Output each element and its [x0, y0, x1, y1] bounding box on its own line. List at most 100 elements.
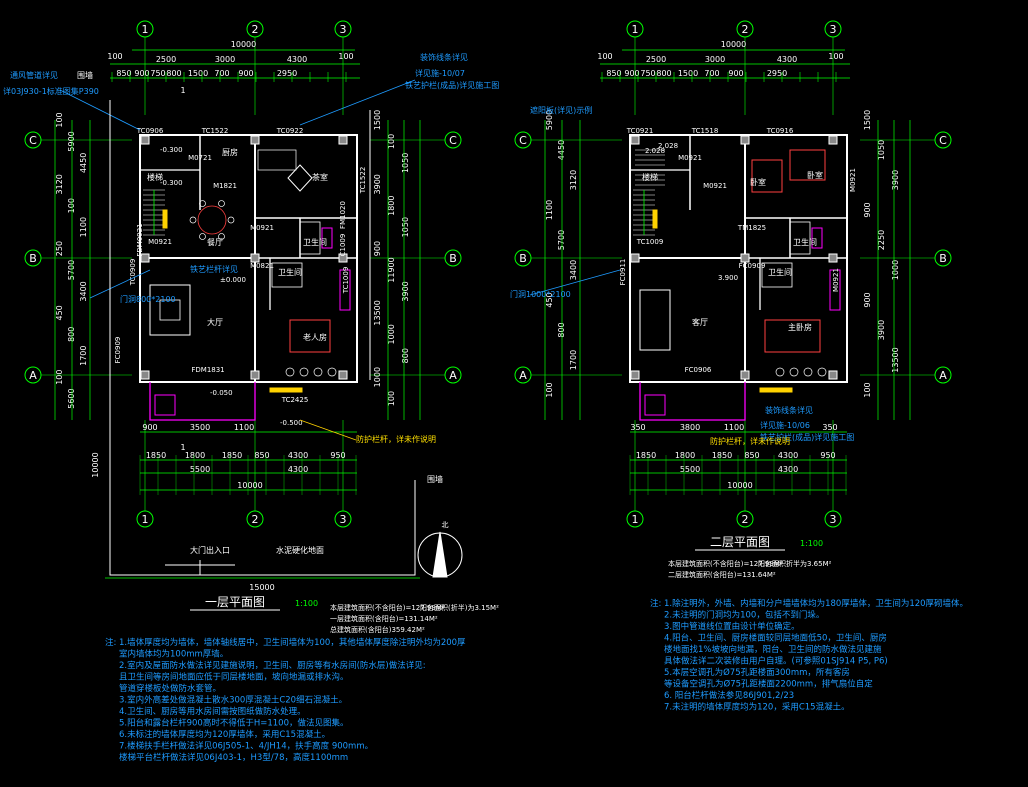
dim-left: 5700: [67, 260, 76, 280]
column: [338, 370, 348, 380]
dim-top-row2: 4300: [777, 55, 797, 64]
room-bath2: 卫生间: [278, 267, 302, 277]
coffee-table: [159, 299, 181, 321]
door-window-tag: M0921: [832, 268, 840, 292]
axis-right-C-label: C: [939, 134, 947, 147]
dim-right: 900: [863, 202, 872, 217]
note-line: 3.室内外高差处做混凝土散水300厚混凝土C20细石混凝土。: [119, 695, 347, 706]
dim-top-total: 10000: [231, 40, 256, 49]
note-line: 2.未注明的门洞均为100，包括不到门垛。: [664, 610, 824, 621]
dim-right: 900: [863, 292, 872, 307]
plan-title: 一层平面图: [205, 595, 265, 609]
annotation: 防护栏杆，详未作说明: [710, 436, 790, 446]
window-frame: [339, 269, 351, 311]
door-window-tag: TC1518: [691, 127, 719, 135]
dim-right: 3900: [877, 320, 886, 340]
dim-right: 3900: [891, 170, 900, 190]
dim-top-row3: 900: [134, 69, 149, 78]
note-line: 4.卫生间、厨房等用水房间需按图纸做防水处理。: [119, 706, 306, 717]
dim-right: 800: [401, 348, 410, 363]
dim-right: 900: [373, 241, 382, 256]
annotation: 铁艺护栏(成品)详见施工图: [405, 80, 499, 90]
area-line: 二层建筑面积(含阳台)=131.64M²: [668, 570, 776, 579]
room-kitchen: 厨房: [222, 147, 238, 157]
stair-handrail: [652, 209, 658, 229]
axis-bottom-1-label: 1: [142, 513, 149, 526]
column: [140, 370, 150, 380]
axis-right-C-label: C: [449, 134, 457, 147]
dim-left: 4450: [557, 140, 566, 160]
column: [740, 370, 750, 380]
dim-right: 11900: [387, 257, 396, 282]
dim-bottom-row2: 1800: [675, 451, 695, 460]
dim-left: 800: [67, 327, 76, 342]
dim-bottom-row3: 5500: [680, 465, 700, 474]
note-line: 5.阳台和露台栏杆900高时不得低于H=1100，做法见图集。: [119, 718, 348, 729]
door-window-tag: FC0909: [739, 262, 766, 270]
dim-left: 5900: [545, 110, 554, 130]
planter: [313, 367, 323, 377]
door-window-tag: TC1009: [636, 238, 664, 246]
dim-right: 100: [387, 391, 396, 406]
note-line: 4.阳台、卫生间、厨房楼面较同层地面低50，卫生间、厨房: [664, 633, 887, 644]
column: [630, 135, 640, 145]
dim-top-row2: 3000: [215, 55, 235, 64]
column: [140, 253, 150, 263]
dim-top-row2: 4300: [287, 55, 307, 64]
dim-bottom-row2: 850: [744, 451, 759, 460]
axis-left-A-label: A: [519, 369, 527, 382]
axis-bottom-3-label: 3: [830, 513, 837, 526]
axis-right-A-label: A: [939, 369, 947, 382]
note-line: 1.除注明外，外墙、内墙和分户墙墙体均为180厚墙体，卫生间为120厚砌墙体。: [664, 598, 968, 609]
dim-bottom-row2: 1850: [712, 451, 732, 460]
note-line: 管道穿楼板处做防水套管。: [119, 683, 221, 694]
dim-right: 1050: [401, 153, 410, 173]
note-line: 楼梯平台栏杆做法详见06J403-1，H3型/78，高度1100mm: [119, 752, 348, 763]
dim-bottom-row1: 1100: [234, 423, 254, 432]
axis-top-1-label: 1: [632, 23, 639, 36]
bathroom-fixture: [299, 221, 321, 255]
dim-left: 100: [55, 112, 64, 127]
dining-chair: [199, 233, 206, 240]
door-window-tag: TC1522: [201, 127, 229, 135]
axis-left-A-label: A: [29, 369, 37, 382]
door-window-tag: TC0916: [766, 127, 794, 135]
area-side: 阳台面积(折半)为3.15M²: [420, 603, 499, 612]
room-bath1: 卫生间: [303, 237, 327, 247]
dim-top-row3: 1500: [678, 69, 698, 78]
area-side: 阳台面积折半为3.65M²: [758, 559, 832, 568]
elevation-mark: -0.500: [280, 419, 303, 427]
kitchen-counter: [257, 149, 297, 171]
dim-bottom-row1: 350: [630, 423, 645, 432]
site-plan-1: 1500010000围墙围墙大门出入口水泥硬化地面北11: [77, 70, 463, 592]
bed: [751, 159, 783, 193]
planter: [285, 367, 295, 377]
dim-left: 5700: [557, 230, 566, 250]
dim-right: 3900: [401, 281, 410, 301]
tea-table: [287, 164, 313, 192]
note-line: 且卫生间等房间地面应低于同层楼地面，坡向地漏或排水沟。: [119, 672, 349, 683]
axis-bottom-2-label: 2: [252, 513, 259, 526]
dim-top-row3: 750: [640, 69, 655, 78]
axis-top-3-label: 3: [830, 23, 837, 36]
room-stair: 楼梯: [642, 172, 658, 182]
dim-top-row2: 2500: [646, 55, 666, 64]
section-label: 1: [180, 443, 185, 452]
sofa: [149, 284, 191, 336]
annotation: 详见施-10/07: [415, 68, 465, 78]
note-line: 楼地面找1%坡坡向地漏，阳台、卫生间的防水做法见建施: [664, 644, 882, 655]
dim-left: 5600: [67, 388, 76, 408]
dim-left: 250: [55, 241, 64, 256]
axis-left-B-label: B: [519, 252, 527, 265]
planter: [299, 367, 309, 377]
planter: [817, 367, 827, 377]
dining-chair: [218, 233, 225, 240]
annotation: 详03J930-1标准图集P390: [3, 86, 99, 96]
dim-top-row3: 900: [624, 69, 639, 78]
dim-right: 13500: [373, 300, 382, 325]
note-line: 2.室内及屋面防水做法详见建施说明，卫生间、厨房等有水房间(防水层)做法详见:: [119, 660, 426, 671]
note-line: 6.未标注的墙体厚度均为120厚墙体，采用C15混凝土。: [119, 729, 330, 740]
dining-chair: [189, 216, 197, 224]
